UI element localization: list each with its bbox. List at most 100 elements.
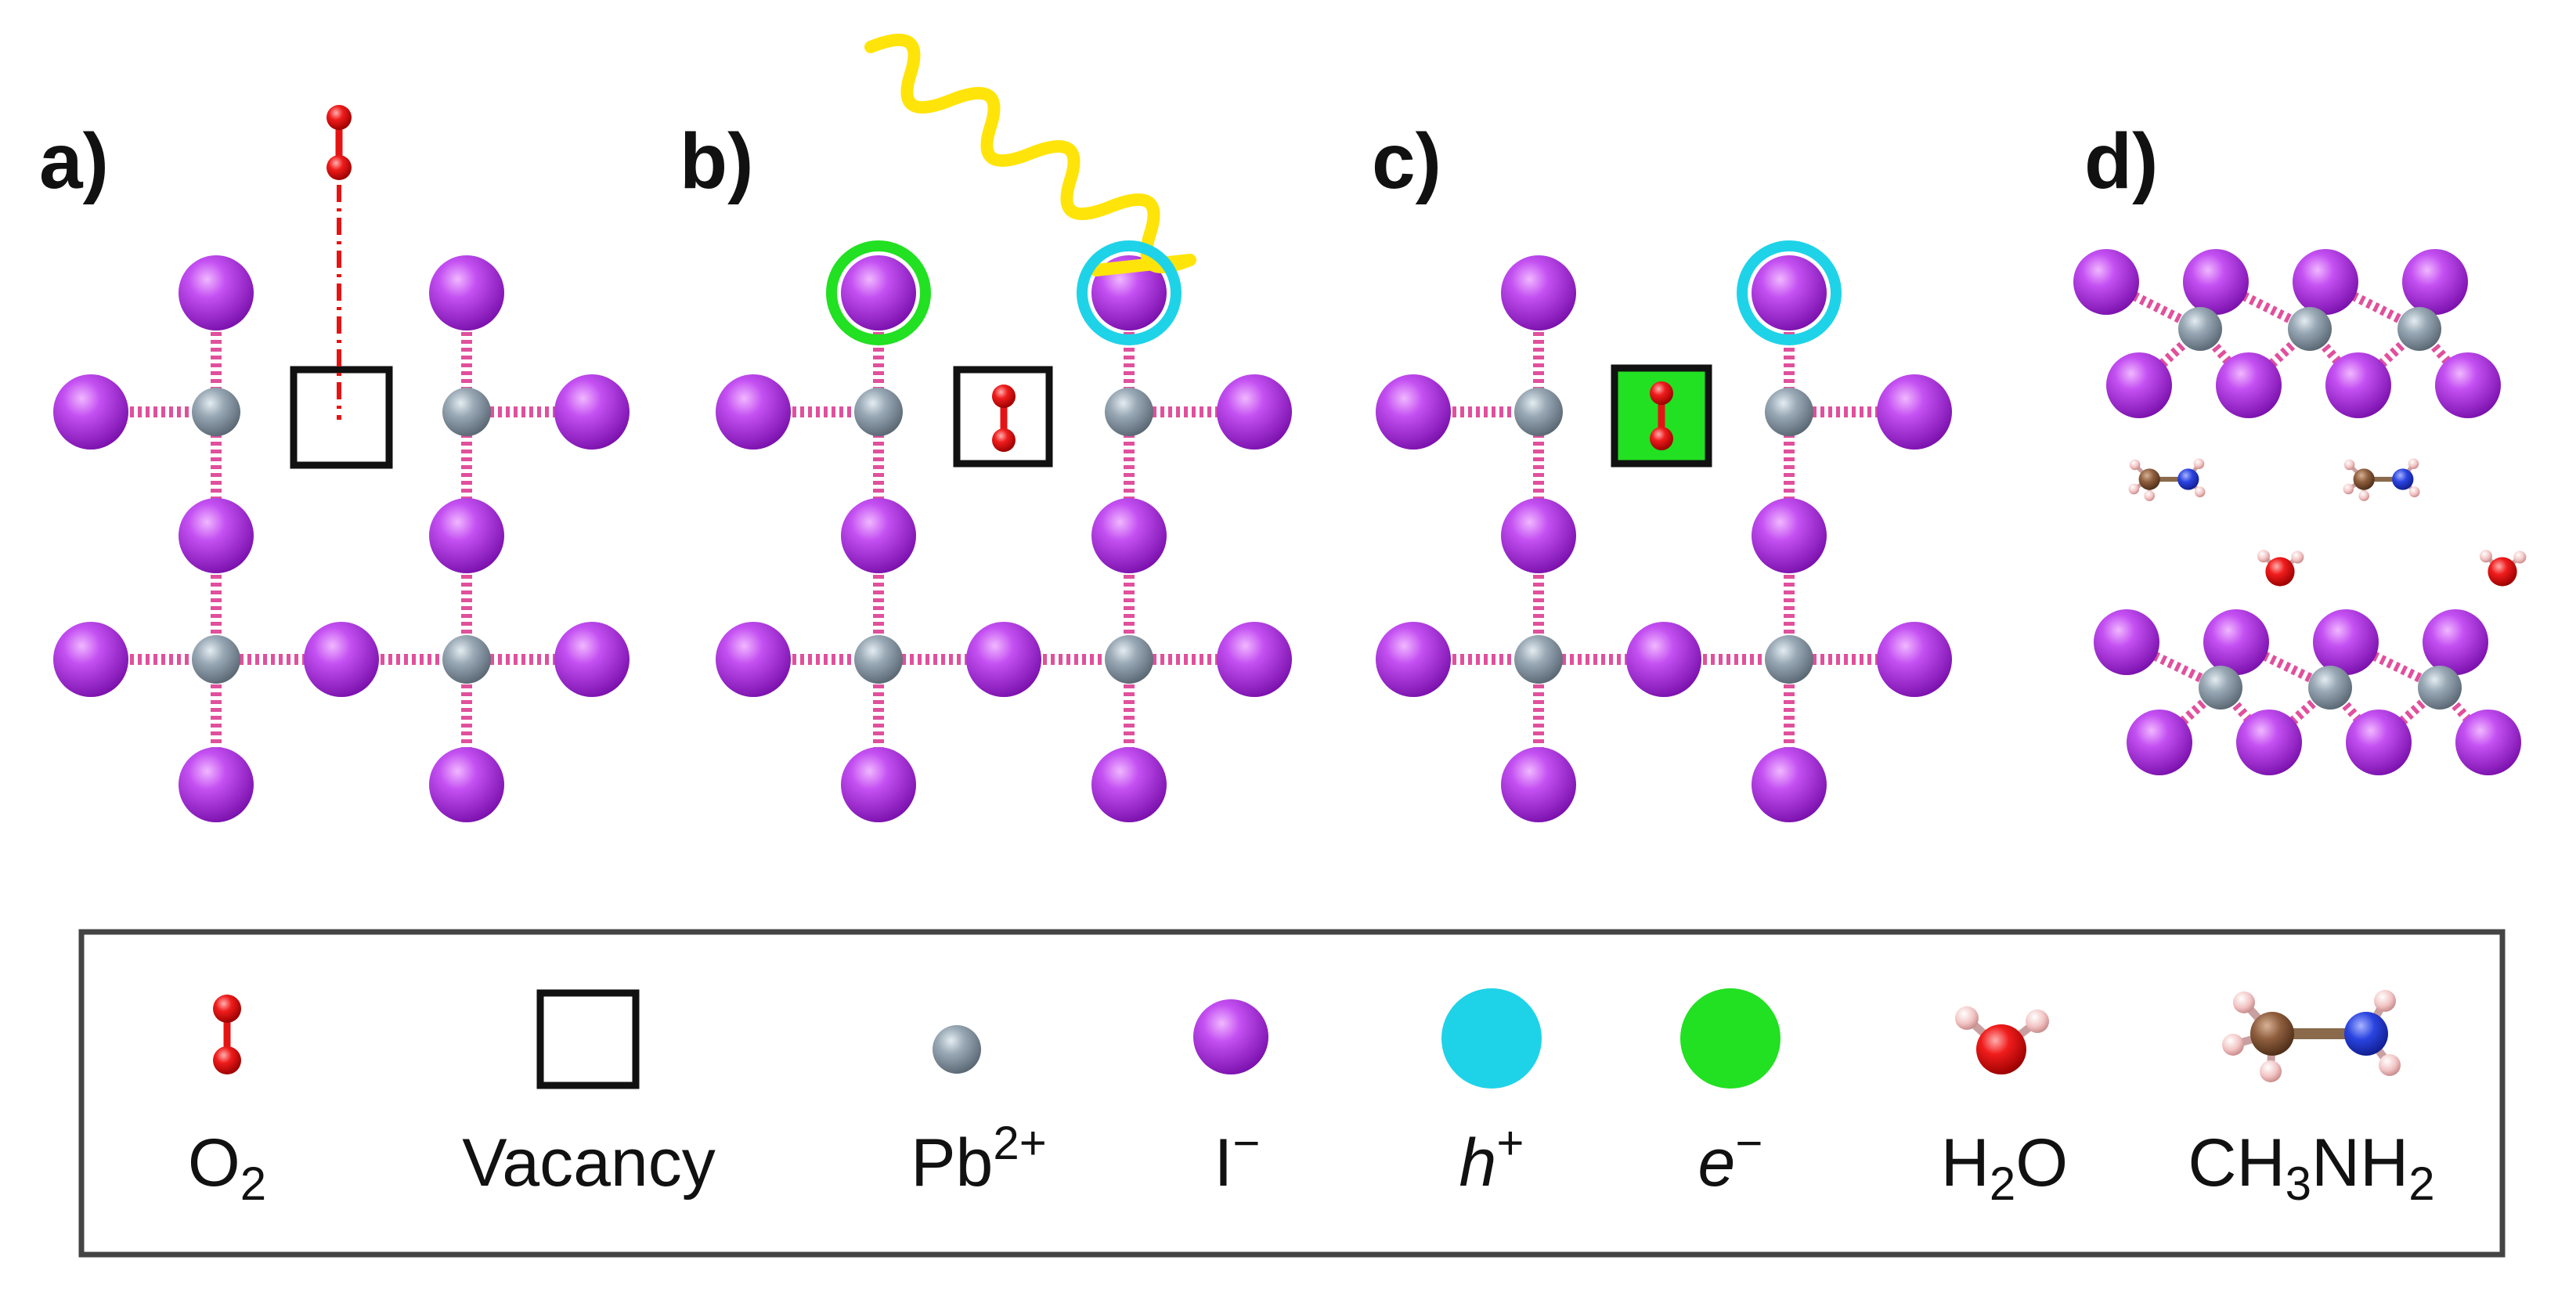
lead-ion (1105, 388, 1153, 436)
pb-i-bond (2265, 684, 2334, 746)
pb-i-bond (2135, 325, 2204, 389)
iodide-ion (1376, 622, 1451, 697)
legend-label-water: H2O (1941, 1125, 2068, 1210)
carbon-atom (2250, 1012, 2294, 1056)
methylamine-molecule (2128, 458, 2206, 501)
hydrogen-atom (2408, 458, 2419, 469)
water-molecule (2257, 550, 2304, 587)
legend-label-iodide: I− (1214, 1117, 1261, 1201)
iodide-ion (2313, 609, 2379, 675)
iodide-ion (2455, 710, 2521, 775)
iodide-ion (554, 622, 630, 697)
iodide-ion (966, 622, 1041, 697)
iodide-ion (2106, 352, 2172, 418)
oxygen-atom (1976, 1024, 2026, 1074)
iodide-ion (1376, 374, 1451, 450)
vacancy-square (953, 366, 1053, 468)
iodide-ion (1091, 498, 1167, 573)
iodide-ion (2236, 710, 2302, 775)
iodide-ion (304, 622, 379, 697)
oxygen-atom (992, 428, 1016, 452)
carbon-atom (2353, 468, 2375, 490)
legend-label-lead: Pb2+ (911, 1117, 1047, 1201)
vacancy-square-icon (536, 989, 640, 1089)
hydrogen-atom (2379, 1054, 2401, 1076)
pb-i-bond (2354, 325, 2423, 389)
iodide-ion (53, 374, 128, 450)
iodide-ion (2402, 249, 2468, 315)
iodide-ion (554, 374, 630, 450)
lead-ion (2199, 666, 2242, 710)
iodide-ion (1217, 374, 1292, 450)
oxygen-atom (2488, 557, 2517, 587)
panel-d-layered-structure (2073, 249, 2527, 775)
lead-ion (854, 635, 903, 684)
lead-ion (442, 388, 491, 436)
iodide-ion (1877, 374, 1952, 450)
iodide-ion (1501, 747, 1576, 822)
lead-ion (442, 635, 491, 684)
hydrogen-atom (2343, 459, 2355, 471)
hydrogen-atom (2194, 486, 2206, 497)
iodide-ion (1877, 622, 1952, 697)
iodide-ion (1217, 622, 1292, 697)
hydrogen-atom (2374, 990, 2396, 1012)
iodide-ion (2094, 609, 2159, 675)
iodide-ion (2127, 710, 2192, 775)
legend-label-methylamine: CH3NH2 (2188, 1125, 2434, 1210)
panel-label-b: b) (680, 117, 753, 205)
iodide-ion (2183, 249, 2249, 315)
hydrogen-atom (2291, 551, 2304, 564)
iodide-ion (429, 498, 504, 573)
lead-ion (2418, 666, 2462, 710)
iodide-ion (716, 374, 791, 450)
nitrogen-atom (2392, 468, 2414, 490)
o2-molecule-icon (213, 995, 241, 1074)
hydrogen-atom (2144, 490, 2156, 501)
panel-a-lattice (53, 105, 630, 822)
water-molecule-icon (1955, 1006, 2049, 1074)
oxygen-atom (1650, 381, 1673, 405)
pb-i-bond (2245, 325, 2314, 389)
lead-ion (1765, 388, 1813, 436)
lead-ion (192, 388, 240, 436)
hydrogen-atom (2260, 1060, 2282, 1082)
panel-label-c: c) (1372, 117, 1441, 205)
iodide-ion (429, 747, 504, 822)
oxygen-atom (992, 385, 1016, 408)
methylamine-molecule (2343, 458, 2420, 501)
hydrogen-atom (2358, 490, 2370, 501)
hydrogen-atom (1955, 1006, 1979, 1030)
iodide-ion (841, 498, 916, 573)
iodide-ion (2203, 609, 2269, 675)
hydrogen-atom (2408, 486, 2420, 497)
iodide-ion (2423, 609, 2488, 675)
iodide-ion (179, 498, 254, 573)
iodide-ion (1091, 747, 1167, 822)
hydrogen-atom (2193, 458, 2205, 469)
oxygen-atom (327, 105, 352, 130)
oxygen-atom (213, 995, 241, 1023)
pb-i-bond (2156, 684, 2224, 746)
legend-box (78, 929, 2506, 1258)
oxygen-atom (327, 155, 352, 180)
hydrogen-atom (2233, 991, 2255, 1013)
methylamine-molecule-icon (2222, 990, 2401, 1082)
hydrogen-atom (2513, 551, 2527, 564)
oxygen-atom (1650, 427, 1673, 450)
hydrogen-atom (2343, 483, 2354, 495)
nitrogen-atom (2177, 468, 2199, 490)
iodide-ion (1752, 498, 1827, 573)
oxygen-atom (213, 1046, 241, 1074)
hydrogen-atom (2128, 483, 2140, 495)
electron-icon (1680, 988, 1780, 1089)
lead-ion (2397, 307, 2441, 351)
hole-icon (1441, 988, 1542, 1089)
hole-ring (1737, 240, 1842, 345)
lead-ion-icon (933, 1025, 981, 1074)
lead-ion (2308, 666, 2352, 710)
panel-c-lattice (1376, 240, 1952, 822)
photon-wave (864, 34, 1196, 276)
iodide-ion (179, 255, 254, 330)
